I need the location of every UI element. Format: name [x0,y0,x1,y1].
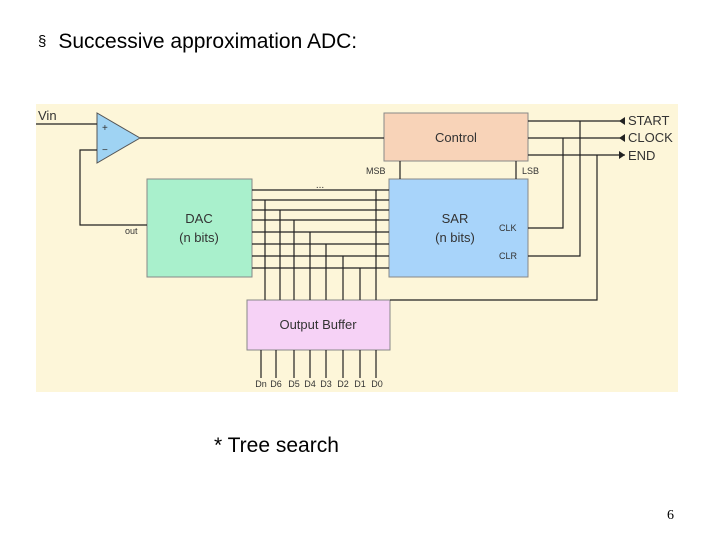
output-label-d5: D5 [288,379,300,389]
control-block [383,112,529,162]
end-label: END [628,148,655,163]
output-label-d4: D4 [304,379,316,389]
dac-bits: (n bits) [179,230,219,245]
sar-clr-label: CLR [499,251,518,261]
output-label-d6: D6 [270,379,282,389]
sar-block [388,178,529,278]
slide-title: Successive approximation ADC: [58,30,358,53]
dac-block [146,178,253,278]
clock-label: CLOCK [628,130,673,145]
clr-wire [528,121,581,257]
control-label: Control [435,130,477,145]
output-label-dn: Dn [255,379,267,389]
lsb-label: LSB [522,166,539,176]
arrow-clock-icon [619,134,625,142]
slide-title-row: § Successive approximation ADC: [38,30,357,54]
dac-title: DAC [185,211,212,226]
comparator-minus-label: − [102,145,108,156]
output-label-d3: D3 [320,379,332,389]
wiring [36,120,625,378]
output-buffer-block [246,299,391,351]
comparator-icon [96,112,141,164]
bus-ellipsis: ... [316,180,324,191]
dac-feedback-wire [79,149,147,226]
comparator-plus-label: + [102,123,108,134]
output-label-d2: D2 [337,379,349,389]
clk-wire [528,138,564,229]
arrow-end-icon [619,151,625,159]
arrow-start-icon [619,117,625,125]
output-label-d0: D0 [371,379,383,389]
sar-clk-label: CLK [499,223,517,233]
page-number: 6 [667,508,674,523]
caption: * Tree search [214,434,339,457]
signal-arrows [619,117,625,159]
output-buffer-label: Output Buffer [279,317,357,332]
output-label-d1: D1 [354,379,366,389]
end-tap-wire [390,155,598,301]
bullet-icon: § [38,33,47,50]
sar-bits: (n bits) [435,230,475,245]
vin-label: Vin [38,108,57,123]
start-label: START [628,113,669,128]
dac-out-label: out [125,226,138,236]
sar-title: SAR [442,211,469,226]
msb-label: MSB [366,166,386,176]
